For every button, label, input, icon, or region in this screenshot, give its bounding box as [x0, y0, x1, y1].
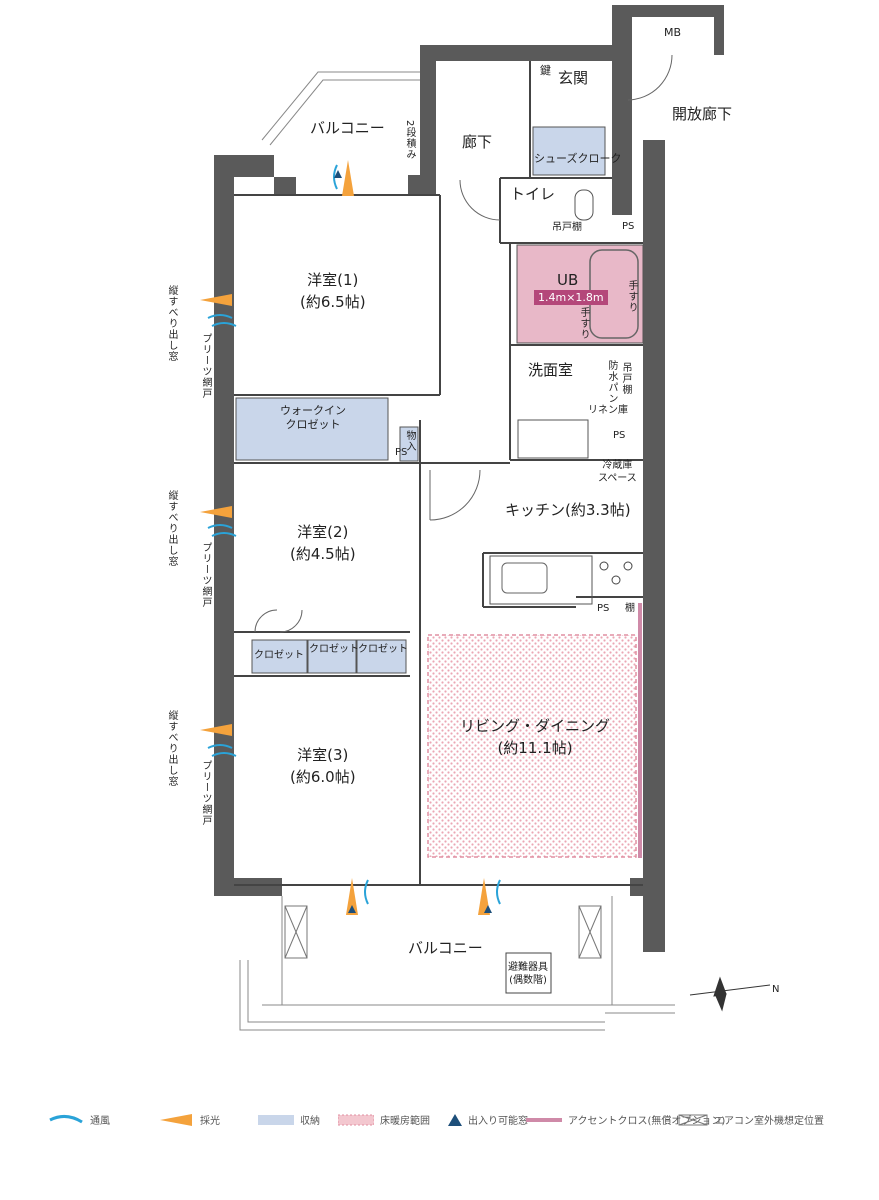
legend-item-floor-heating: 床暖房範囲 — [338, 1112, 430, 1127]
wind-icon — [49, 1114, 83, 1123]
door-swings — [254, 54, 673, 633]
waterproof-pan-label: 防水パン — [606, 360, 617, 404]
evacuation-label: 避難器具 (偶数階) — [508, 962, 548, 987]
legend-item-wind: 通風 — [48, 1112, 110, 1127]
accessible-window-markers — [334, 170, 492, 913]
handrail-label-1: 手すり — [578, 307, 589, 340]
legend-item-accessible-window: 出入り可能窓 — [448, 1112, 528, 1127]
floor-heating-swatch — [338, 1114, 374, 1125]
triangle-icon — [448, 1113, 462, 1126]
legend-item-storage: 収納 — [258, 1112, 320, 1127]
room3-label: 洋室(3) (約6.0帖) — [290, 745, 356, 789]
wash-basin — [517, 419, 589, 459]
fridge-space-label: 冷蔵庫 スペース — [598, 460, 637, 485]
walkin-line1: ウォークイン — [280, 404, 346, 417]
interior-walls — [234, 61, 643, 886]
ub-label: UB — [557, 271, 579, 289]
linen-label: リネン庫 — [588, 405, 628, 416]
ps-label-2: PS — [613, 430, 626, 441]
legend-item-accent: アクセントクロス(無償オプション) — [526, 1112, 725, 1127]
closet-label-3: クロゼット — [358, 644, 408, 655]
entrance-label: 玄関 — [558, 69, 589, 87]
legend-label-floor-heating: 床暖房範囲 — [380, 1116, 430, 1127]
walkin-line2: クロゼット — [285, 418, 341, 432]
ub-size-tag: 1.4m×1.8m — [534, 290, 608, 305]
kitchen-label: キッチン(約3.3帖) — [505, 501, 631, 519]
fridge-line2: スペース — [598, 472, 637, 484]
legend-label-light: 採光 — [200, 1116, 220, 1127]
ac-outdoor-units — [284, 905, 602, 959]
toilet-label: トイレ — [510, 185, 556, 203]
ps-label-4: PS — [597, 603, 610, 614]
legend-item-ac: エアコン室外機想定位置 — [678, 1112, 824, 1127]
fridge-line1: 冷蔵庫 — [602, 460, 633, 471]
storage-areas — [235, 126, 606, 674]
room2-size: (約4.5帖) — [290, 544, 356, 563]
screen-door-label-2: プリーツ網戸 — [200, 542, 211, 608]
closet-label-2: クロゼット — [309, 644, 359, 655]
stove-icon — [599, 561, 633, 585]
accent-line — [526, 1117, 562, 1122]
storage-label: 物入 — [404, 430, 415, 452]
window-type-label-1: 縦すべり出し窓 — [166, 285, 177, 362]
light-symbols — [200, 160, 490, 915]
legend-label-accessible-window: 出入り可能窓 — [468, 1116, 528, 1127]
shoe-closet-label: シューズクローク — [534, 152, 622, 165]
legend-label-ac: エアコン室外機想定位置 — [714, 1116, 824, 1127]
walkin-closet-label: ウォークイン クロゼット — [280, 404, 346, 433]
balcony-south-label: バルコニー — [408, 939, 483, 957]
open-corridor-label: 開放廊下 — [672, 105, 733, 123]
balcony-lines — [239, 71, 675, 1031]
handrail-label-2: 手すり — [626, 280, 637, 313]
closet-label-1: クロゼット — [254, 650, 304, 661]
wash-shelf-label: 吊戸棚 — [620, 362, 631, 395]
kitchen-counter — [489, 555, 593, 605]
evac-line1: 避難器具 — [508, 962, 548, 973]
evacuation-device — [505, 952, 552, 994]
shelf-label: 棚 — [625, 603, 635, 614]
floor-heating-area — [427, 634, 637, 858]
legend-label-storage: 収納 — [300, 1116, 320, 1127]
ps-label-3: PS — [395, 447, 408, 458]
living-name: リビング・ダイニング — [460, 717, 611, 735]
compass-north-label: N — [772, 984, 780, 995]
light-icon — [160, 1113, 192, 1126]
storage-swatch — [258, 1114, 294, 1125]
room1-size: (約6.5帖) — [300, 292, 366, 311]
key-label: 鍵 — [540, 64, 551, 77]
room2-name: 洋室(2) — [297, 523, 349, 541]
screen-door-label-3: プリーツ網戸 — [200, 760, 211, 826]
toilet-fixture — [574, 189, 594, 221]
legend-item-light: 採光 — [158, 1112, 220, 1127]
legend: 通風 採光 収納 床暖房範囲 出入り可能窓 アクセントクロス(無償オプション) … — [48, 1112, 838, 1138]
ac-box — [678, 1114, 708, 1125]
window-type-label-2: 縦すべり出し窓 — [166, 490, 177, 567]
kitchen-sink — [501, 562, 548, 594]
toilet-shelf-label: 吊戸棚 — [552, 222, 582, 233]
hallway-label: 廊下 — [462, 133, 493, 151]
living-size: (約11.1帖) — [497, 738, 573, 757]
balcony-north-label: バルコニー — [310, 119, 385, 137]
stack-note-label: 2段積み — [404, 120, 415, 161]
evac-line2: (偶数階) — [509, 974, 547, 986]
legend-label-accent: アクセントクロス(無償オプション) — [568, 1116, 726, 1127]
exterior-walls — [214, 5, 724, 952]
compass-icon — [689, 976, 771, 1012]
room3-name: 洋室(3) — [297, 746, 349, 764]
ps-label-1: PS — [622, 221, 635, 232]
living-label: リビング・ダイニング (約11.1帖) — [460, 716, 610, 760]
washroom-label: 洗面室 — [528, 361, 574, 379]
legend-label-wind: 通風 — [90, 1116, 110, 1127]
mb-label: MB — [664, 26, 682, 39]
room2-label: 洋室(2) (約4.5帖) — [290, 522, 356, 566]
room3-size: (約6.0帖) — [290, 767, 356, 786]
room1-label: 洋室(1) (約6.5帖) — [300, 270, 366, 314]
window-type-label-3: 縦すべり出し窓 — [166, 710, 177, 787]
room1-name: 洋室(1) — [307, 271, 359, 289]
wind-symbols — [207, 164, 501, 905]
screen-door-label-1: プリーツ網戸 — [200, 333, 211, 399]
